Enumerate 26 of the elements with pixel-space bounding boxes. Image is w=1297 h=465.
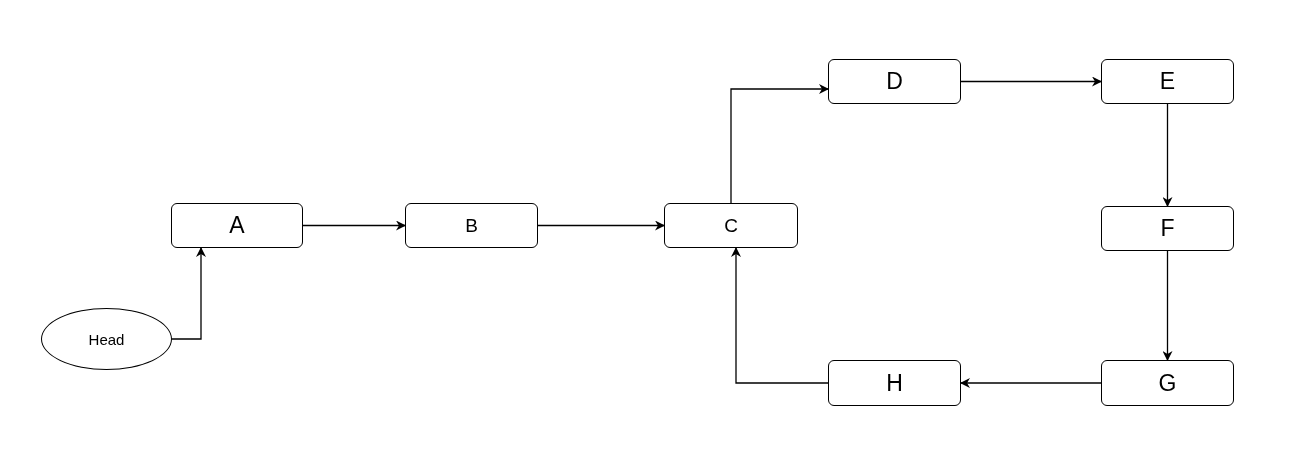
arrow — [960, 76, 1102, 87]
arrow — [537, 220, 665, 231]
process-box — [664, 203, 798, 248]
process-box — [828, 59, 961, 104]
node-label: A — [229, 214, 245, 237]
process-box — [828, 360, 961, 406]
node-label: H — [886, 371, 903, 395]
process-box — [405, 203, 538, 248]
node-label: C — [724, 216, 738, 235]
node-label: G — [1158, 371, 1177, 395]
arrow — [960, 378, 1102, 388]
arrow — [1162, 103, 1173, 207]
node-label: E — [1159, 70, 1176, 93]
process-box — [1101, 59, 1234, 104]
node-label: Head — [88, 331, 125, 347]
arrow — [171, 247, 206, 340]
process-box — [1101, 360, 1234, 406]
node-label: D — [886, 70, 903, 93]
node-label: F — [1160, 217, 1175, 240]
arrow — [730, 84, 829, 204]
process-box — [1101, 206, 1234, 251]
process-box — [171, 203, 303, 248]
arrow — [1162, 250, 1173, 361]
arrow — [731, 247, 829, 384]
node-label: B — [465, 216, 478, 235]
arrow — [302, 220, 406, 231]
